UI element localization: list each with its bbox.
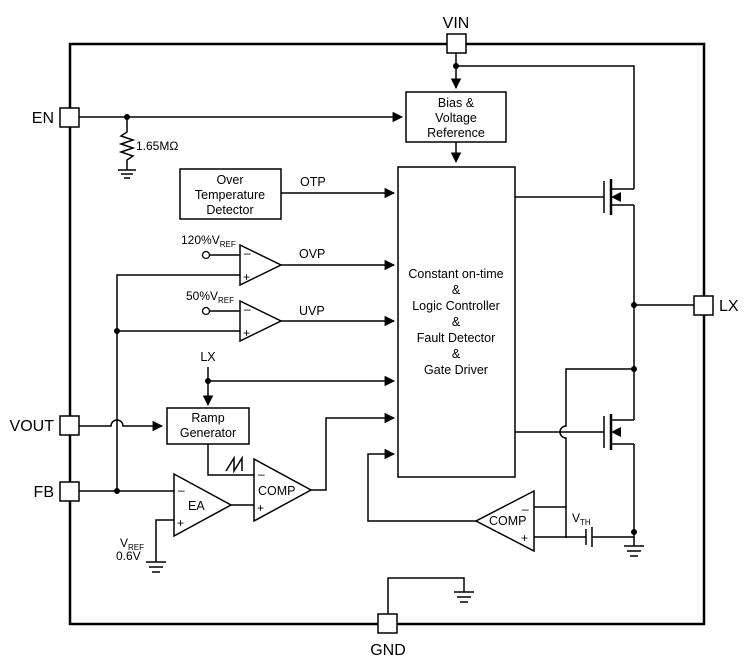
svg-text:–: –: [244, 302, 251, 316]
low-side-mosfet: [515, 414, 634, 450]
zc-comp-output-line: [367, 448, 476, 522]
otp-label: OTP: [300, 175, 326, 189]
zc-comp-label: COMP: [489, 514, 527, 528]
uvp-label: UVP: [299, 304, 325, 318]
error-amplifier: – + EA: [173, 472, 233, 538]
ramp-generator-block: Ramp Generator: [166, 407, 250, 445]
vin-net: [450, 53, 635, 189]
pin-gnd-label: GND: [370, 642, 406, 659]
pin-en-label: EN: [32, 110, 54, 127]
ground-icon: [454, 591, 474, 603]
pin-fb-label: FB: [34, 484, 54, 501]
pwm-comp-output-line: [311, 412, 396, 491]
ground-icon: [118, 169, 136, 179]
svg-text:&: &: [452, 347, 461, 361]
pin-vout-label: VOUT: [10, 418, 55, 435]
sawtooth-icon: [225, 455, 243, 474]
ea-label: EA: [188, 499, 205, 513]
svg-text:–: –: [178, 483, 185, 497]
svg-text:Ramp: Ramp: [191, 411, 224, 425]
uvp-comparator: – +: [239, 299, 283, 343]
svg-text:Bias &: Bias &: [438, 96, 475, 110]
fb-net: [79, 274, 240, 494]
pin-vout: VOUT: [10, 415, 80, 436]
svg-text:Reference: Reference: [427, 126, 485, 140]
ea-ref-line: [155, 519, 174, 562]
svg-text:Detector: Detector: [206, 203, 253, 217]
vout-to-ramp-line: [79, 419, 164, 432]
pin-vin-label: VIN: [443, 15, 470, 32]
pin-fb: FB: [34, 481, 80, 502]
pin-lx-label: LX: [719, 298, 739, 315]
svg-text:–: –: [258, 467, 265, 481]
svg-text:Temperature: Temperature: [195, 188, 265, 202]
uvp-ref-node: [201, 306, 211, 316]
svg-text:+: +: [177, 516, 184, 530]
pin-en: EN: [32, 107, 80, 128]
uvp-ref-label: 50%VREF: [186, 289, 234, 305]
ground-icon: [624, 537, 644, 557]
svg-text:Voltage: Voltage: [435, 111, 477, 125]
controller-block: Constant on-time & Logic Controller & Fa…: [397, 166, 516, 478]
ramp-output-line: [207, 444, 254, 476]
pwm-comparator: – + COMP: [253, 457, 313, 523]
pin-vin: VIN: [443, 15, 470, 54]
svg-text:Gate Driver: Gate Driver: [424, 363, 488, 377]
en-net: 1.65MΩ: [79, 111, 404, 179]
zero-cross-comparator: COMP – +: [474, 489, 535, 553]
svg-text:Logic Controller: Logic Controller: [412, 299, 500, 313]
svg-text:&: &: [452, 315, 461, 329]
svg-text:Generator: Generator: [180, 426, 236, 440]
svg-text:Over: Over: [216, 173, 243, 187]
ea-ref-value: 0.6V: [116, 549, 141, 563]
gnd-internal-line: [387, 577, 465, 614]
pwm-comp-label: COMP: [258, 484, 296, 498]
svg-text:–: –: [522, 502, 529, 516]
high-side-mosfet: [515, 179, 634, 215]
ea-ref-label: VREF: [120, 536, 144, 552]
ovp-comparator: – +: [239, 243, 283, 287]
lx-sense-label: LX: [200, 350, 216, 364]
ground-icon: [146, 561, 166, 573]
switch-node-net: [559, 205, 694, 538]
pin-gnd: GND: [370, 613, 406, 659]
svg-text:+: +: [243, 270, 250, 284]
en-resistor-value: 1.65MΩ: [136, 139, 178, 153]
svg-text:–: –: [244, 246, 251, 260]
vth-source-icon: [585, 527, 593, 547]
bias-voltage-reference-block: Bias & Voltage Reference: [405, 91, 507, 143]
svg-text:+: +: [243, 326, 250, 340]
svg-text:Constant on-time: Constant on-time: [408, 267, 503, 281]
pin-lx: LX: [693, 295, 739, 316]
svg-text:+: +: [257, 501, 264, 515]
over-temperature-detector-block: Over Temperature Detector: [179, 168, 282, 220]
lx-sense-net: LX: [200, 350, 396, 407]
vth-label: VTH: [572, 511, 591, 527]
svg-text:+: +: [521, 531, 528, 545]
low-side-source-line: [616, 444, 635, 538]
svg-text:Fault Detector: Fault Detector: [417, 331, 496, 345]
svg-text:&: &: [452, 283, 461, 297]
ovp-label: OVP: [299, 247, 325, 261]
ovp-ref-node: [201, 250, 211, 260]
ovp-ref-label: 120%VREF: [181, 233, 236, 249]
en-pulldown-resistor: [118, 117, 136, 170]
